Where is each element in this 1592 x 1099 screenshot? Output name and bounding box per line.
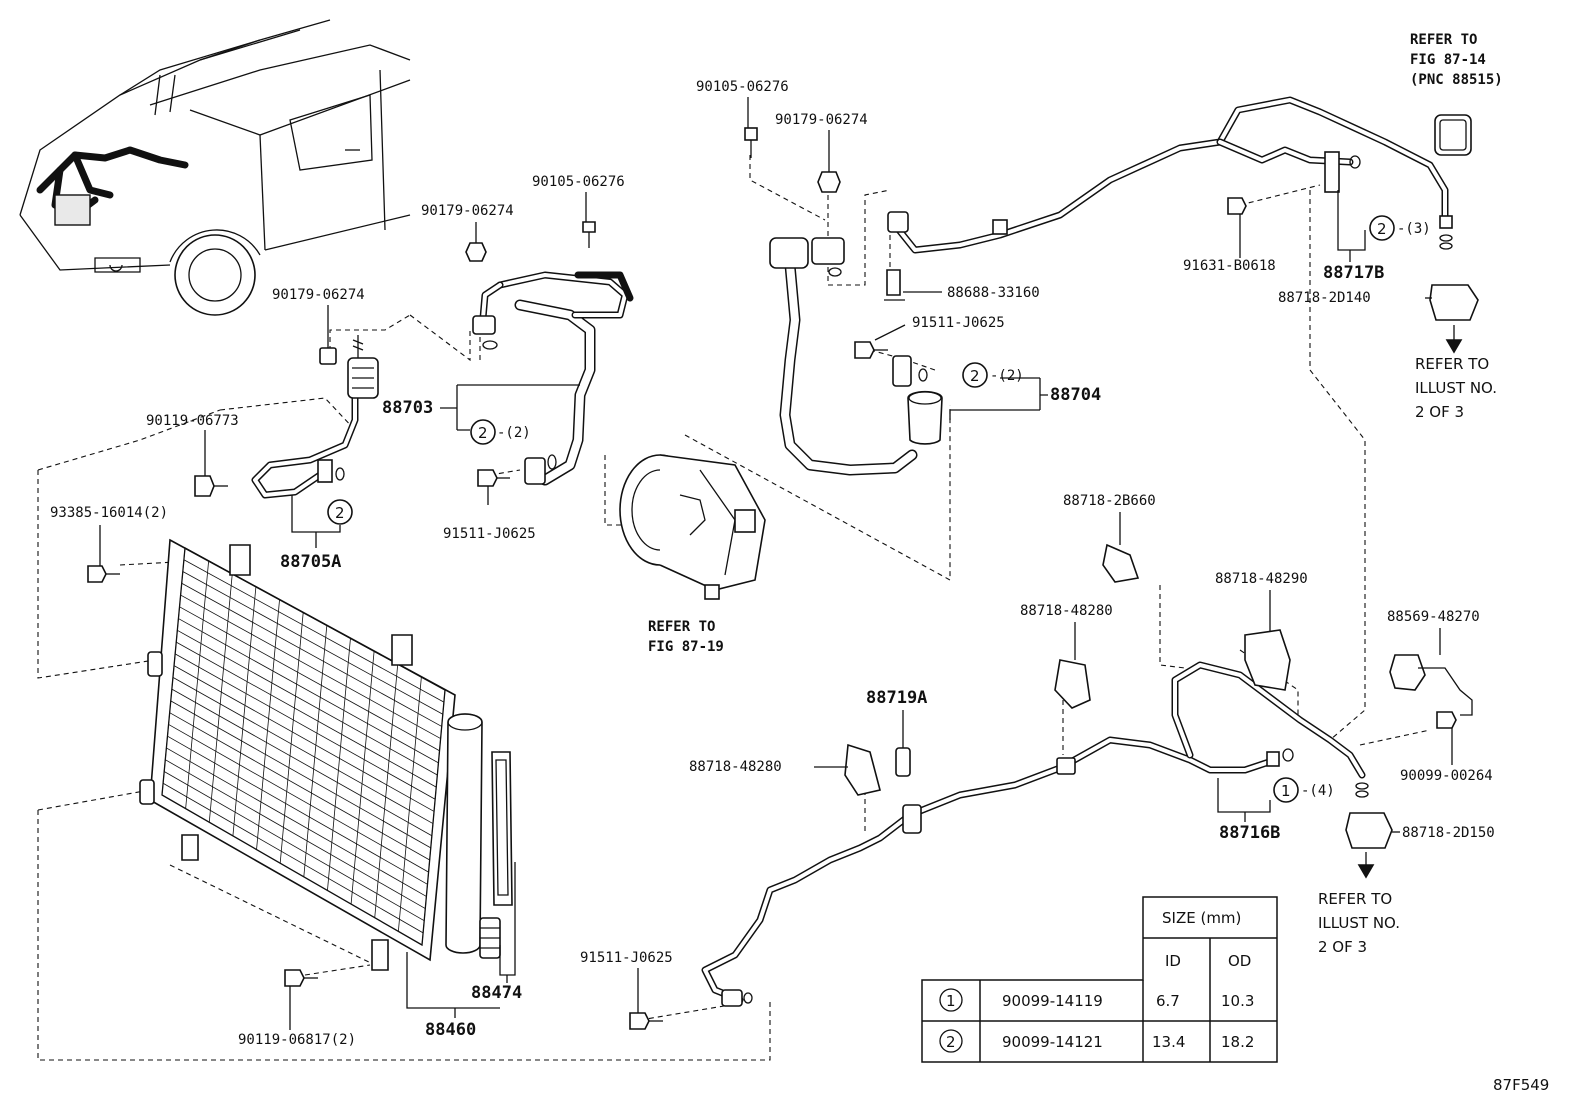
hose-88703	[465, 221, 634, 487]
table-col-id: ID	[1165, 952, 1181, 970]
hose-88704	[744, 127, 943, 476]
table-row2-od: 18.2	[1221, 1033, 1254, 1051]
label-88718-48280-left: 88718-48280	[689, 759, 782, 775]
label-88718-2d140: 88718-2D140	[1278, 290, 1371, 306]
label-88718-2d150: 88718-2D150	[1402, 825, 1495, 841]
label-90099-00264: 90099-00264	[1400, 768, 1493, 784]
ref-fig-87-14-line3: (PNC 88515)	[1410, 72, 1503, 88]
table-row1-od: 10.3	[1221, 992, 1254, 1010]
ref-fig-87-19-line2: FIG 87-19	[648, 639, 724, 655]
circle-marker-1: 1	[1281, 782, 1291, 800]
label-88474: 88474	[471, 983, 522, 1003]
ref-illust-a-line3: 2 OF 3	[1415, 403, 1464, 421]
table-header-size: SIZE (mm)	[1162, 909, 1241, 927]
label-93385-16014: 93385-16014(2)	[50, 505, 168, 521]
ref-fig-87-19-line1: REFER TO	[648, 619, 715, 635]
size-table: SIZE (mm) ID OD 1 90099-14119 6.7 10.3 2…	[921, 896, 1278, 1063]
label-88719a: 88719A	[866, 688, 927, 708]
qty-2-a: -(2)	[497, 425, 531, 441]
label-91511-j0625-left: 91511-J0625	[443, 526, 536, 542]
label-90179-06274-top: 90179-06274	[775, 112, 868, 128]
condenser	[139, 538, 513, 987]
ref-illust-b-line3: 2 OF 3	[1318, 938, 1367, 956]
label-90119-06817: 90119-06817(2)	[238, 1032, 356, 1048]
ref-fig-87-14-line1: REFER TO	[1410, 32, 1477, 48]
label-88716b: 88716B	[1219, 823, 1280, 843]
circle-markers: 2 -(2) 2 2 -(2) 2 -(3) 1 -(4)	[327, 215, 1431, 803]
label-88718-48280-right: 88718-48280	[1020, 603, 1113, 619]
compressor	[619, 454, 766, 600]
qty-2-b: -(2)	[990, 368, 1024, 384]
label-88718-2b660: 88718-2B660	[1063, 493, 1156, 509]
table-row2-part: 90099-14121	[1002, 1033, 1103, 1051]
bolt-left	[87, 347, 337, 583]
label-88569-48270: 88569-48270	[1387, 609, 1480, 625]
liquid-pipe-upper	[887, 96, 1479, 321]
qty-3: -(3)	[1397, 221, 1431, 237]
circle-marker-2: 2	[1377, 220, 1387, 238]
label-88717b: 88717B	[1323, 263, 1384, 283]
reference-notes: REFER TO FIG 87-14 (PNC 88515) REFER TO …	[648, 32, 1503, 956]
part-labels: 90105-06276 90179-06274 90105-06276 9017…	[50, 79, 1495, 1048]
label-90105-06276-top: 90105-06276	[696, 79, 789, 95]
label-91631-b0618: 91631-B0618	[1183, 258, 1276, 274]
label-90119-06773: 90119-06773	[146, 413, 239, 429]
label-88703: 88703	[382, 398, 433, 418]
label-91511-j0625-mid: 91511-J0625	[912, 315, 1005, 331]
label-88705a: 88705A	[280, 552, 341, 572]
label-90179-06274-left: 90179-06274	[272, 287, 365, 303]
pipe-88705a	[251, 335, 379, 499]
callout-leaders	[99, 97, 1463, 1030]
table-row1-mark: 1	[946, 992, 956, 1010]
label-88718-48290: 88718-48290	[1215, 571, 1308, 587]
label-90105-06276-mid: 90105-06276	[532, 174, 625, 190]
ref-illust-a-line2: ILLUST NO.	[1415, 379, 1497, 397]
ref-illust-a-line1: REFER TO	[1415, 355, 1489, 373]
label-91511-j0625-bottom: 91511-J0625	[580, 950, 673, 966]
table-col-od: OD	[1228, 952, 1251, 970]
circle-marker-2: 2	[970, 367, 980, 385]
ref-illust-b-line2: ILLUST NO.	[1318, 914, 1400, 932]
table-row2-mark: 2	[946, 1033, 956, 1051]
label-90179-06274-mid: 90179-06274	[421, 203, 514, 219]
vehicle-illustration	[19, 19, 411, 316]
table-row2-id: 13.4	[1152, 1033, 1185, 1051]
qty-4: -(4)	[1301, 783, 1335, 799]
ref-fig-87-14-line2: FIG 87-14	[1410, 52, 1486, 68]
label-88704: 88704	[1050, 385, 1101, 405]
label-88460: 88460	[425, 1020, 476, 1040]
table-row1-id: 6.7	[1156, 992, 1180, 1010]
liquid-pipe-lower	[629, 543, 1473, 1030]
ref-illust-b-line1: REFER TO	[1318, 890, 1392, 908]
circle-marker-2: 2	[478, 424, 488, 442]
label-88688-33160: 88688-33160	[947, 285, 1040, 301]
table-row1-part: 90099-14119	[1002, 992, 1103, 1010]
figure-code: 87F549	[1493, 1076, 1549, 1094]
circle-marker-2: 2	[335, 504, 345, 522]
